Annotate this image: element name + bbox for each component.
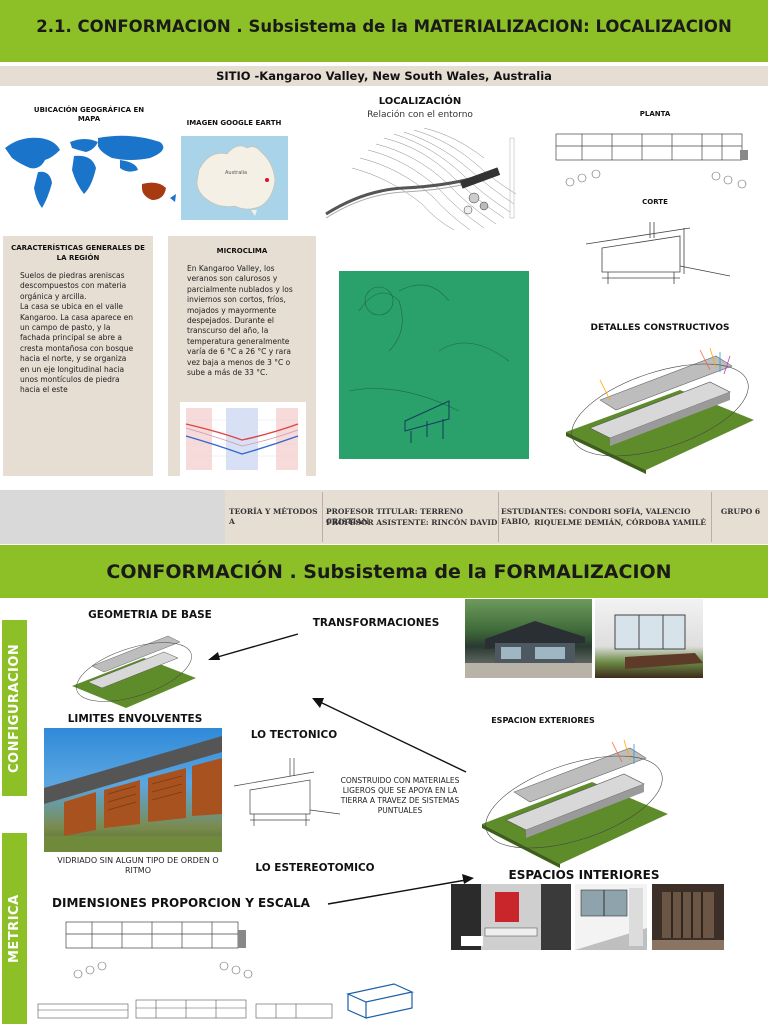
ubicacion-title: UBICACIÓN GEOGRÁFICA EN MAPA <box>33 106 145 123</box>
footer-left-grey <box>0 490 225 544</box>
caracteristicas-body: Suelos de piedras areniscas descompuesto… <box>20 271 134 395</box>
arrow-transformaciones <box>206 632 300 662</box>
photo-limites <box>44 728 222 852</box>
header-band <box>0 0 768 62</box>
corte-drawing <box>580 212 732 298</box>
footer-band <box>225 490 768 544</box>
localizacion-subtitle: Relación con el entorno <box>367 110 473 120</box>
corte-title: CORTE <box>642 198 668 206</box>
arrow-espacios <box>326 874 476 908</box>
photo-interior-2 <box>575 884 647 950</box>
vidriado-caption: VIDRIADO SIN ALGUN TIPO DE ORDEN O RITMO <box>57 856 219 875</box>
temperature-chart <box>180 402 306 476</box>
limites-title: LIMITES ENVOLVENTES <box>67 713 203 725</box>
footer-students-2: RIQUELME DEMIÁN, CÓRDOBA YAMILÉ <box>534 518 706 527</box>
footer-group: GRUPO 6 <box>720 507 761 516</box>
footer-professor-titular: PROFESOR TITULAR: TERRENO CRISTIAN <box>326 507 464 526</box>
elevations-strip <box>36 994 336 1024</box>
photo-interior-1 <box>451 884 571 950</box>
dimensiones-title: DIMENSIONES PROPORCION Y ESCALA <box>52 896 310 910</box>
caracteristicas-panel <box>3 236 153 476</box>
world-map <box>0 128 178 216</box>
site-plan-green <box>339 271 529 459</box>
google-title: IMAGEN GOOGLE EARTH <box>186 119 282 127</box>
header-title: 2.1. CONFORMACION . Subsistema de la MAT… <box>36 17 732 36</box>
footer-professor-asistente: PROFESOR ASISTENTE: RINCÓN DAVID <box>326 518 498 527</box>
microclima-title: MICROCLIMA <box>216 247 268 255</box>
side-configuracion: CONFIGURACION <box>2 620 27 796</box>
tectonico-section <box>230 752 342 832</box>
footer-course: TEORÍA Y MÉTODOS A <box>229 507 318 526</box>
footer-students-1: ESTUDIANTES: CONDORI SOFÍA, VALENCIO FAB… <box>501 507 691 526</box>
google-earth-map: Australia <box>181 136 288 220</box>
espacion-ext-title: ESPACION EXTERIORES <box>491 716 595 725</box>
arrow-tectonico <box>310 696 470 774</box>
localizacion-title: LOCALIZACIÓN <box>378 96 462 107</box>
footer-divider-1 <box>322 492 323 542</box>
caracteristicas-title: CARACTERÍSTICAS GENERALES DE LA REGIÓN <box>11 244 145 262</box>
site-band <box>0 66 768 86</box>
topographic-plan <box>324 128 516 230</box>
estereotomico-title: LO ESTEREOTOMICO <box>255 862 375 874</box>
espacion-ext-axonometric <box>472 728 674 868</box>
transformaciones-title: TRANSFORMACIONES <box>312 617 440 629</box>
detalles-axonometric <box>560 340 760 474</box>
planta-drawing <box>552 126 756 194</box>
geometria-axonometric <box>68 626 200 710</box>
construido-caption: CONSTRUIDO CON MATERIALES LIGEROS QUE SE… <box>340 776 460 815</box>
espacios-int-title: ESPACIOS INTERIORES <box>508 868 660 882</box>
dimensiones-planta <box>62 914 266 986</box>
google-map-label: Australia <box>225 170 248 176</box>
volume-box <box>344 980 416 1020</box>
photo-exterior-2 <box>595 599 703 678</box>
header2-title: CONFORMACIÓN . Subsistema de la FORMALIZ… <box>106 561 672 583</box>
tectonico-title: LO TECTONICO <box>250 729 338 741</box>
photo-exterior-1 <box>465 599 592 678</box>
detalles-title: DETALLES CONSTRUCTIVOS <box>590 323 730 333</box>
footer-divider-2 <box>498 492 499 542</box>
planta-title: PLANTA <box>639 110 671 118</box>
side-metrica: METRICA <box>2 833 27 1024</box>
microclima-body: En Kangaroo Valley, los veranos son calu… <box>187 264 293 378</box>
photo-interior-3 <box>652 884 724 950</box>
header2-band <box>0 545 768 598</box>
site-label: SITIO -Kangaroo Valley, New South Wales,… <box>216 69 552 83</box>
geometria-title: GEOMETRIA DE BASE <box>88 609 212 621</box>
footer-divider-3 <box>711 492 712 542</box>
